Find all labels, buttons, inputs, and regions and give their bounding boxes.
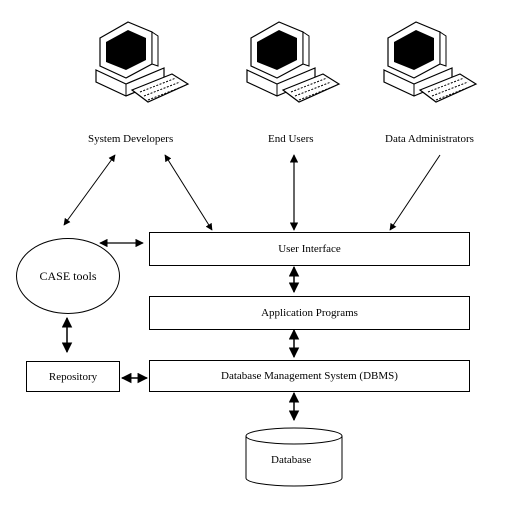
label-system-developers: System Developers	[88, 133, 174, 145]
arrow-admins-ui	[389, 154, 441, 231]
case-tools-node: CASE tools	[16, 238, 120, 314]
computer-icon	[246, 21, 340, 103]
arrow-developers-ui	[164, 154, 213, 231]
computer-icon	[95, 21, 189, 103]
computer-icon	[383, 21, 477, 103]
database-label: Database	[271, 454, 312, 466]
application-programs-box: Application Programs	[149, 296, 470, 330]
database-cylinder-icon	[245, 427, 343, 487]
arrow-developers-case	[63, 154, 116, 226]
repository-box: Repository	[26, 361, 120, 392]
label-end-users: End Users	[268, 133, 314, 145]
dbms-box: Database Management System (DBMS)	[149, 360, 470, 392]
label-data-administrators: Data Administrators	[385, 133, 474, 145]
user-interface-box: User Interface	[149, 232, 470, 266]
